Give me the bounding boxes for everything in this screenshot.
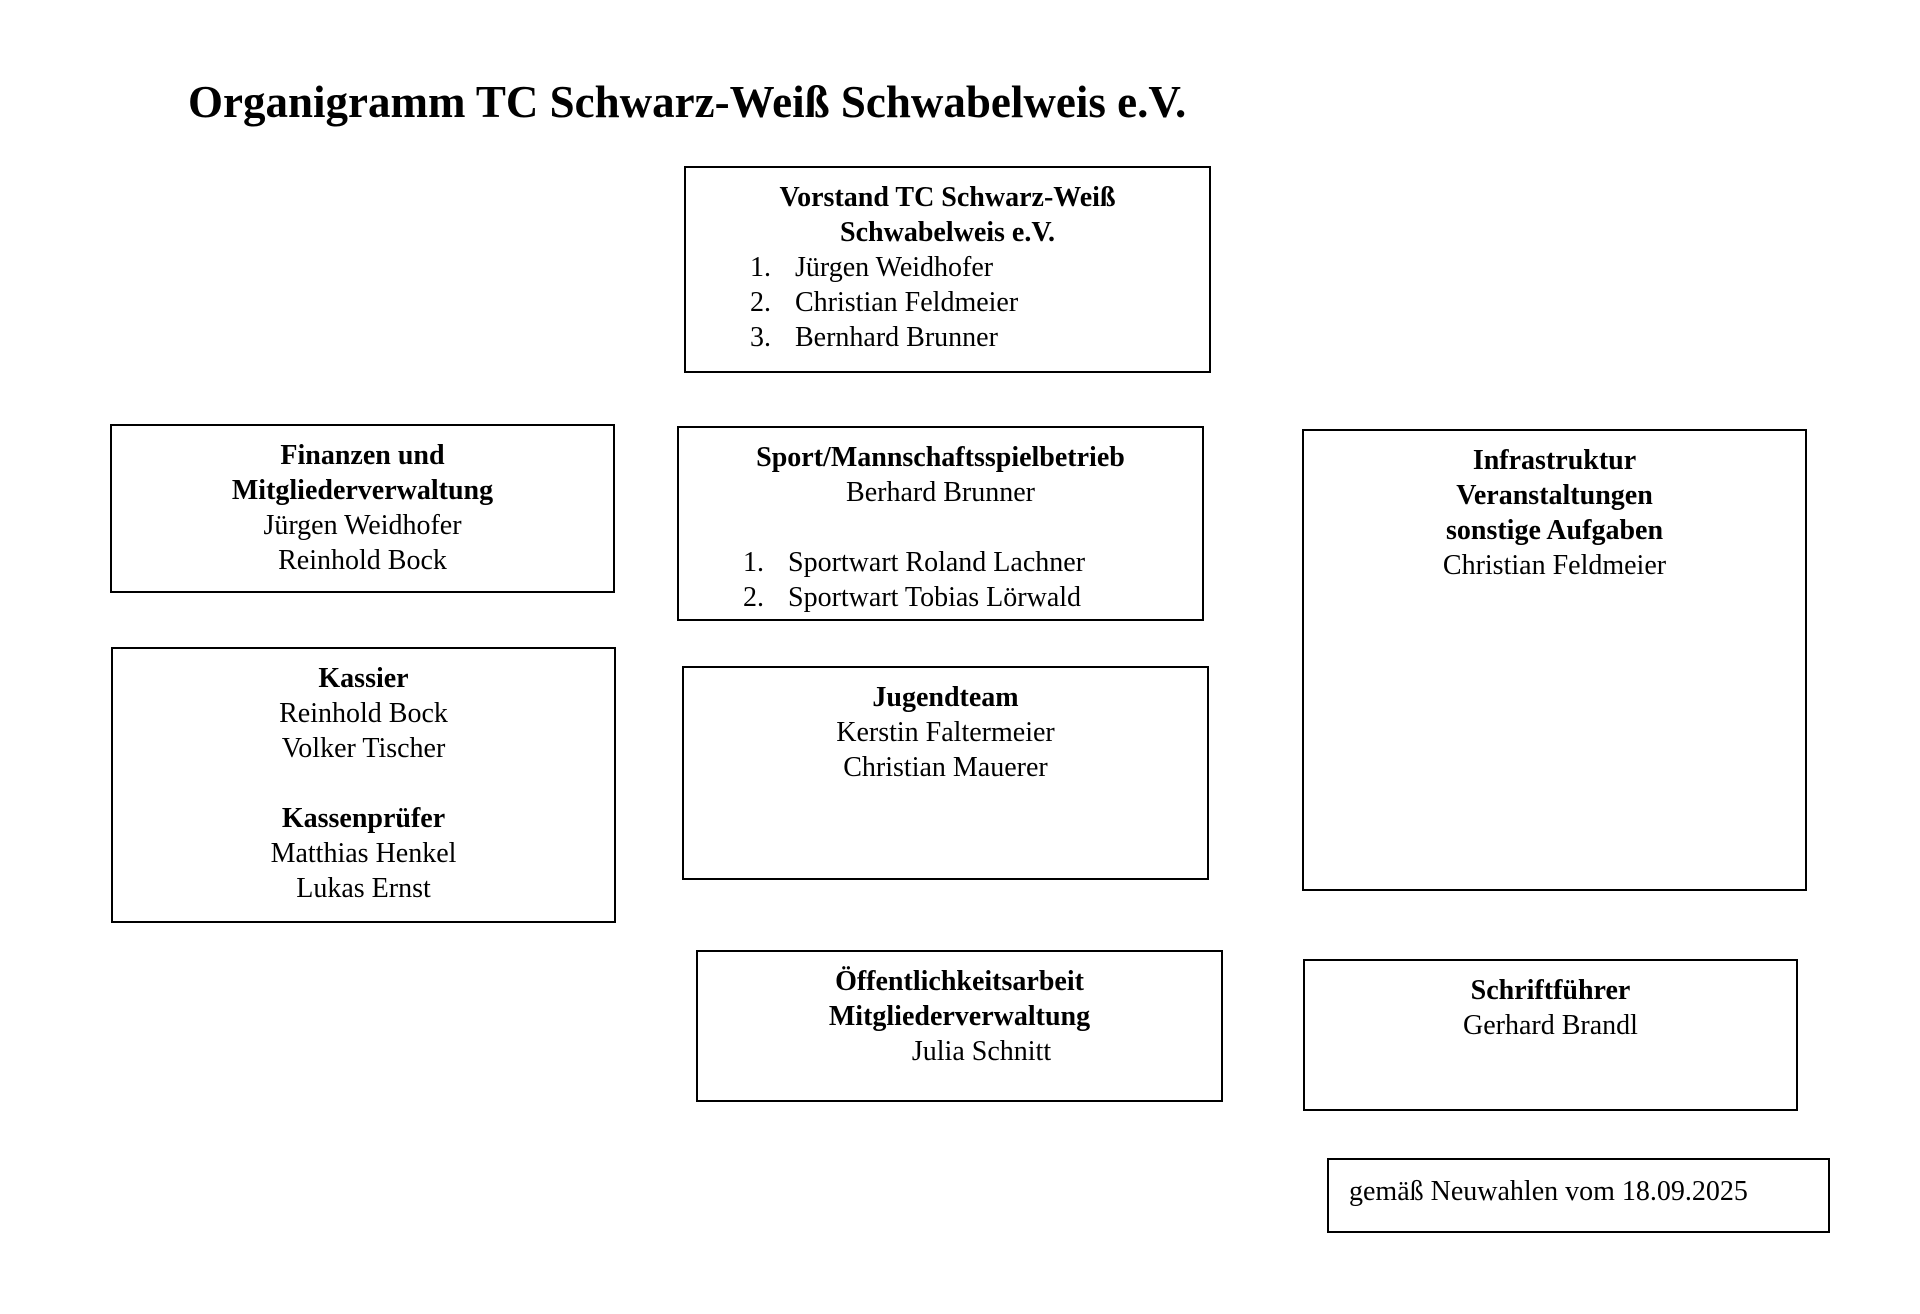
person-name: Kerstin Faltermeier xyxy=(836,717,1055,748)
box-schrift-heading: Schriftführer xyxy=(1470,975,1631,1006)
list-item: 2. Christian Feldmeier xyxy=(750,285,1209,320)
box-kassenpruefer-heading: Kassenprüfer xyxy=(281,803,446,834)
box-finanzen-heading-2: Mitgliederverwaltung xyxy=(231,475,494,506)
person-name: Reinhold Bock xyxy=(278,545,447,576)
list-text: Bernhard Brunner xyxy=(795,322,998,353)
election-note: gemäß Neuwahlen vom 18.09.2025 xyxy=(1327,1158,1830,1233)
box-vorstand-heading-2: Schwabelweis e.V. xyxy=(840,217,1055,248)
box-infrastruktur: Infrastruktur Veranstaltungen sonstige A… xyxy=(1302,429,1807,891)
box-kassier: Kassier Reinhold Bock Volker Tischer Kas… xyxy=(111,647,616,923)
box-sport-lead: Berhard Brunner xyxy=(846,477,1035,508)
person-name: Julia Schnitt xyxy=(911,1036,1052,1067)
box-infra-heading-2: Veranstaltungen xyxy=(1456,480,1653,511)
box-sport: Sport/Mannschaftsspielbetrieb Berhard Br… xyxy=(677,426,1204,621)
list-number: 1. xyxy=(743,547,764,578)
person-name: Reinhold Bock xyxy=(279,698,448,729)
list-item: 2. Sportwart Tobias Lörwald xyxy=(743,580,1202,615)
box-infra-heading-1: Infrastruktur xyxy=(1472,445,1637,476)
list-number: 2. xyxy=(743,582,764,613)
box-vorstand: Vorstand TC Schwarz-Weiß Schwabelweis e.… xyxy=(684,166,1211,373)
list-text: Jürgen Weidhofer xyxy=(795,252,994,283)
list-item: 1. Sportwart Roland Lachner xyxy=(743,545,1202,580)
list-number: 3. xyxy=(750,322,771,353)
person-name: Lukas Ernst xyxy=(296,873,431,904)
box-jugend-heading: Jugendteam xyxy=(872,682,1019,713)
box-finanzen-heading-1: Finanzen und xyxy=(280,440,445,471)
list-text: Sportwart Tobias Lörwald xyxy=(788,582,1082,613)
box-jugendteam: Jugendteam Kerstin Faltermeier Christian… xyxy=(682,666,1209,880)
election-note-text: gemäß Neuwahlen vom 18.09.2025 xyxy=(1349,1176,1748,1207)
person-name: Jürgen Weidhofer xyxy=(263,510,462,541)
person-name: Volker Tischer xyxy=(281,733,446,764)
box-oeffentlich-heading-1: Öffentlichkeitsarbeit xyxy=(835,966,1084,997)
box-vorstand-heading-1: Vorstand TC Schwarz-Weiß xyxy=(779,182,1116,213)
box-oeffentlich-heading-2: Mitgliederverwaltung xyxy=(828,1001,1091,1032)
box-sport-heading: Sport/Mannschaftsspielbetrieb xyxy=(756,442,1125,473)
list-number: 2. xyxy=(750,287,771,318)
spacer xyxy=(113,766,614,801)
list-text: Christian Feldmeier xyxy=(795,287,1019,318)
list-item: 3. Bernhard Brunner xyxy=(750,320,1209,355)
page-title: Organigramm TC Schwarz-Weiß Schwabelweis… xyxy=(188,77,1187,127)
box-oeffentlichkeitsarbeit: Öffentlichkeitsarbeit Mitgliederverwaltu… xyxy=(696,950,1223,1102)
spacer xyxy=(679,510,1202,545)
vorstand-list: 1. Jürgen Weidhofer 2. Christian Feldmeier… xyxy=(686,250,1209,355)
person-name: Gerhard Brandl xyxy=(1463,1010,1638,1041)
list-text: Sportwart Roland Lachner xyxy=(788,547,1086,578)
box-finanzen: Finanzen und Mitgliederverwaltung Jürgen… xyxy=(110,424,615,593)
person-name: Christian Feldmeier xyxy=(1442,550,1667,581)
box-kassier-heading: Kassier xyxy=(318,663,409,694)
person-name: Matthias Henkel xyxy=(270,838,457,869)
box-schriftfuehrer: Schriftführer Gerhard Brandl xyxy=(1303,959,1798,1111)
list-item: 1. Jürgen Weidhofer xyxy=(750,250,1209,285)
sport-list: 1. Sportwart Roland Lachner 2. Sportwart T… xyxy=(679,545,1202,615)
person-name: Christian Mauerer xyxy=(843,752,1048,783)
box-infra-heading-3: sonstige Aufgaben xyxy=(1445,515,1664,546)
list-number: 1. xyxy=(750,252,771,283)
